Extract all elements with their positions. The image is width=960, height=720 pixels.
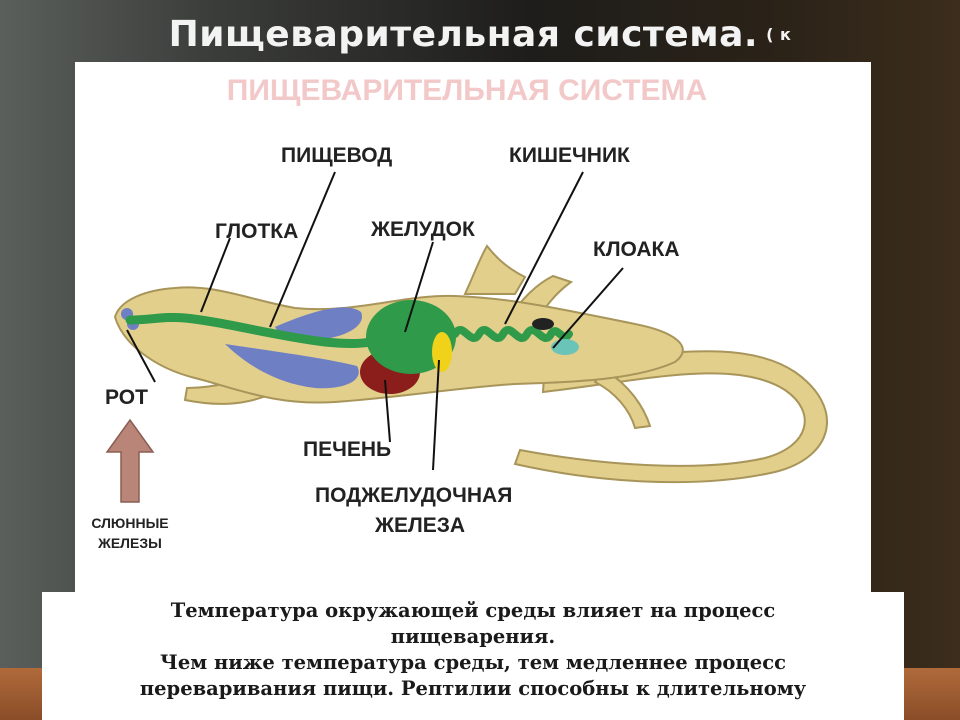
label-mouth: РОТ bbox=[105, 386, 148, 409]
slide-title-text: Пищеварительная система. bbox=[168, 14, 759, 55]
label-stomach: ЖЕЛУДОК bbox=[370, 218, 475, 241]
caption-line-1: Температура окружающей среды влияет на п… bbox=[170, 599, 776, 622]
label-pancreas-line1: ПОДЖЕЛУДОЧНАЯ bbox=[315, 484, 512, 507]
label-salivary-line2: ЖЕЛЕЗЫ bbox=[97, 535, 162, 551]
caption-line-2: пищеварения. bbox=[390, 625, 556, 648]
salivary-glands-arrow bbox=[105, 418, 155, 503]
label-pancreas-line2: ЖЕЛЕЗА bbox=[374, 514, 465, 537]
label-pharynx: ГЛОТКА bbox=[215, 220, 298, 243]
label-esophagus: ПИЩЕВОД bbox=[281, 144, 392, 167]
caption-box: Температура окружающей среды влияет на п… bbox=[42, 592, 904, 720]
label-cloaca: КЛОАКА bbox=[593, 238, 680, 261]
lizard-leg-rear-lower bbox=[593, 368, 652, 430]
lung-upper bbox=[275, 307, 362, 341]
lizard-tail bbox=[513, 350, 829, 484]
slide-title: Пищеварительная система. ( к bbox=[0, 14, 960, 55]
intestine-coil bbox=[451, 326, 573, 342]
digestive-tract bbox=[125, 312, 375, 348]
lizard-leg-front-upper bbox=[463, 244, 527, 295]
pancreas-organ bbox=[432, 332, 452, 372]
label-salivary-line1: СЛЮННЫЕ bbox=[91, 515, 168, 531]
pointer-lines bbox=[126, 171, 624, 471]
diagram-panel: ПИЩЕВАРИТЕЛЬНАЯ СИСТЕМА bbox=[75, 62, 871, 612]
caption-line-4: переваривания пищи. Рептилии способны к … bbox=[139, 677, 807, 700]
slide-title-suffix: ( к bbox=[766, 25, 792, 44]
label-intestine: КИШЕЧНИК bbox=[509, 144, 630, 167]
lizard-diagram: ПИЩЕВАРИТЕЛЬНАЯ СИСТЕМА bbox=[91, 74, 829, 551]
kidney-organ bbox=[532, 318, 554, 330]
diagram-heading: ПИЩЕВАРИТЕЛЬНАЯ СИСТЕМА bbox=[227, 74, 707, 107]
lung-lower bbox=[225, 344, 359, 389]
caption-line-3: Чем ниже температура среды, тем медленне… bbox=[160, 651, 786, 674]
label-liver: ПЕЧЕНЬ bbox=[303, 438, 391, 461]
